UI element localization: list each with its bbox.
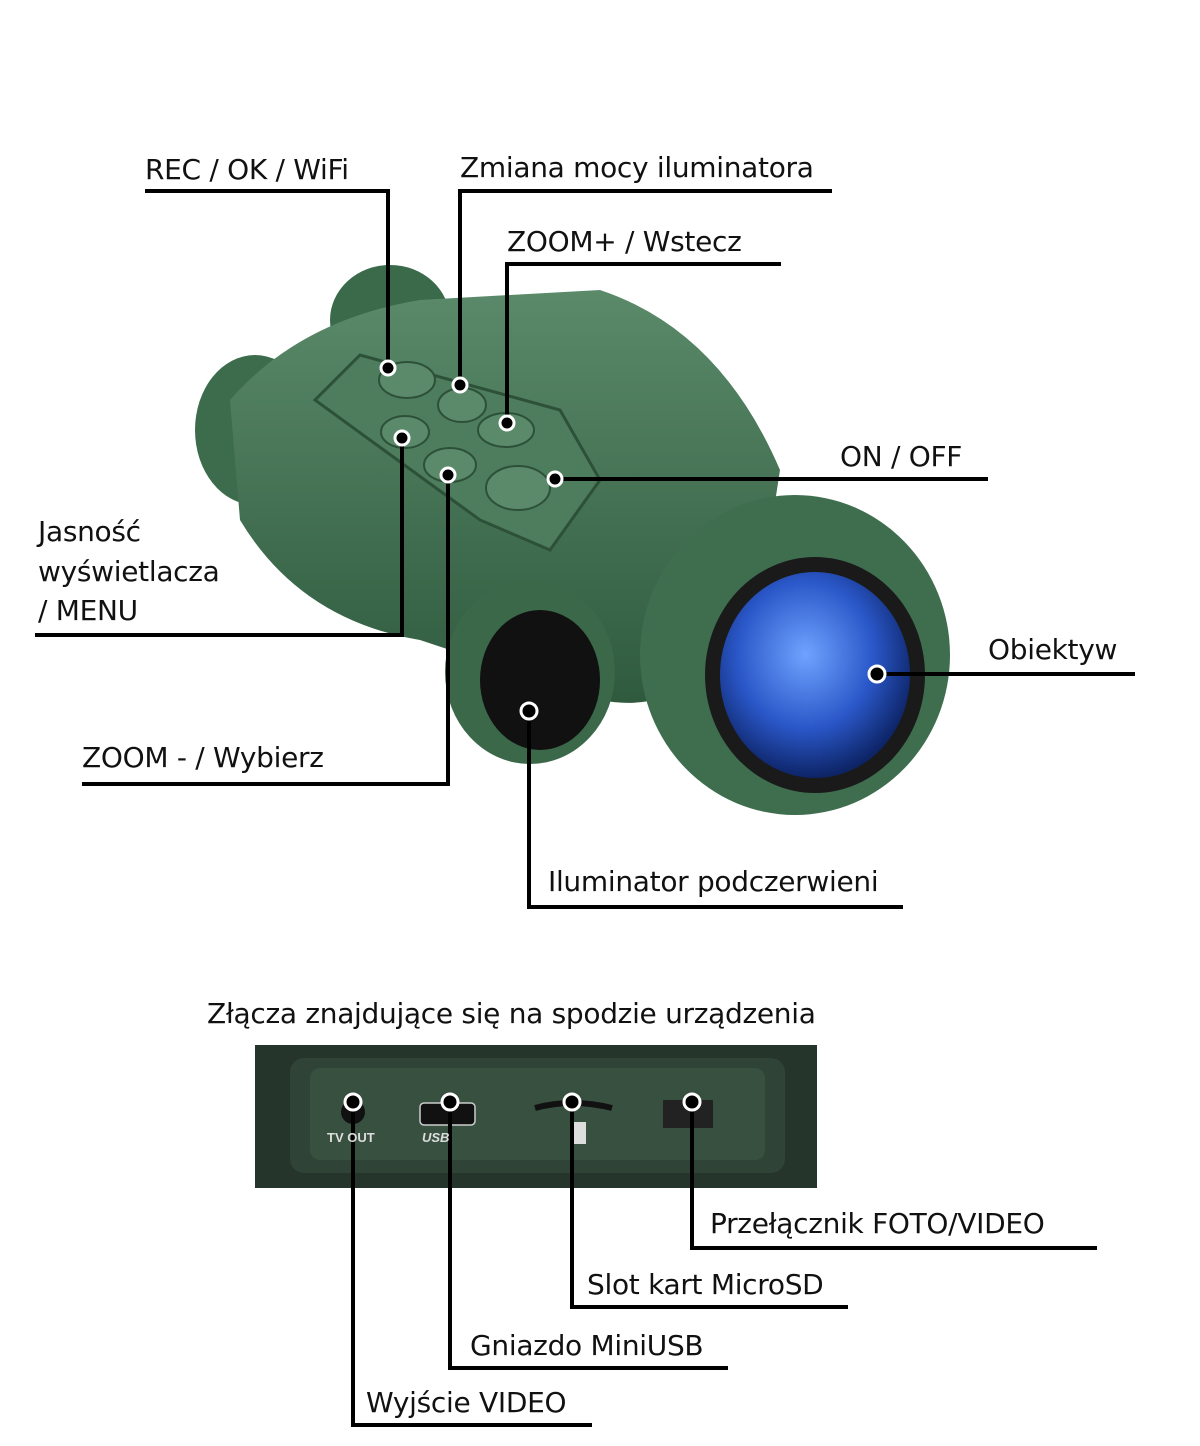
label-microsd: Slot kart MicroSD <box>587 1268 824 1301</box>
usb-print: USB <box>422 1130 450 1145</box>
leader-lines <box>35 189 1135 1427</box>
label-brightness-1: Jasność <box>38 515 141 548</box>
label-ir-power: Zmiana mocy iluminatora <box>460 151 814 184</box>
label-video-out: Wyjście VIDEO <box>366 1386 567 1419</box>
label-rec-ok-wifi: REC / OK / WiFi <box>145 153 349 186</box>
monocular-body <box>195 265 950 815</box>
label-ir-illuminator: Iluminator podczerwieni <box>548 865 879 898</box>
label-brightness-3: / MENU <box>38 594 138 627</box>
label-miniusb: Gniazdo MiniUSB <box>470 1329 704 1362</box>
tv-out-print: TV OUT <box>327 1130 375 1145</box>
label-switch: Przełącznik FOTO/VIDEO <box>710 1207 1045 1240</box>
marker-dots <box>343 359 887 1112</box>
label-brightness-2: wyświetlacza <box>38 555 220 588</box>
label-zoom-plus: ZOOM+ / Wstecz <box>507 225 742 258</box>
label-lens: Obiektyw <box>988 633 1118 666</box>
label-zoom-minus: ZOOM - / Wybierz <box>82 741 324 774</box>
bottom-photo <box>255 1045 817 1188</box>
label-on-off: ON / OFF <box>840 440 963 473</box>
bottom-title: Złącza znajdujące się na spodzie urządze… <box>207 997 816 1030</box>
